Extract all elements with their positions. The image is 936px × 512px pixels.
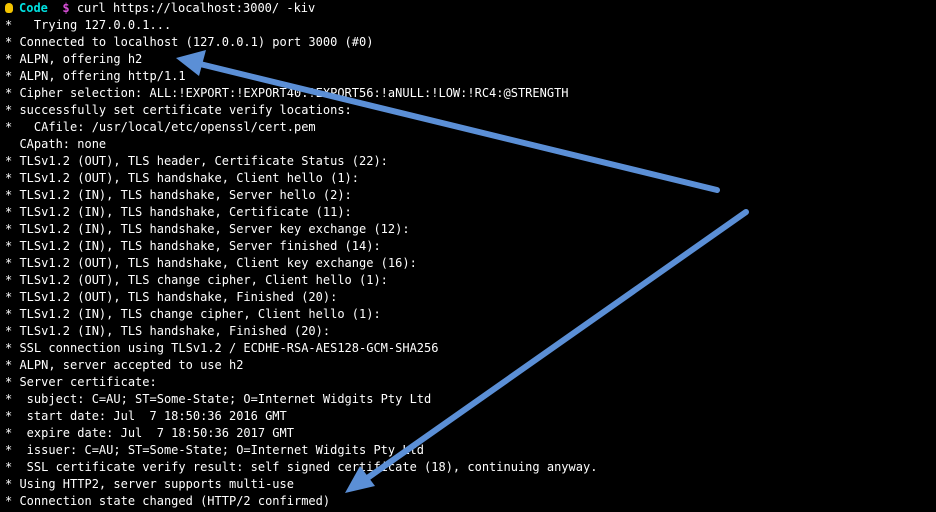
prompt-command: curl https://localhost:3000/ -kiv	[76, 1, 316, 15]
output-line: * TLSv1.2 (IN), TLS handshake, Server ke…	[5, 222, 410, 236]
prompt-symbol: $	[62, 1, 70, 15]
output-line: * Trying 127.0.0.1...	[5, 18, 172, 32]
output-line: * Using HTTP2, server supports multi-use	[5, 477, 294, 491]
output-line: * CAfile: /usr/local/etc/openssl/cert.pe…	[5, 120, 316, 134]
output-line: * TLSv1.2 (OUT), TLS handshake, Client k…	[5, 256, 417, 270]
output-line: * start date: Jul 7 18:50:36 2016 GMT	[5, 409, 287, 423]
output-line: * Server certificate:	[5, 375, 157, 389]
output-line: * successfully set certificate verify lo…	[5, 103, 352, 117]
output-line: * TLSv1.2 (IN), TLS handshake, Certifica…	[5, 205, 352, 219]
output-line: * Cipher selection: ALL:!EXPORT:!EXPORT4…	[5, 86, 569, 100]
output-line: * TLSv1.2 (IN), TLS change cipher, Clien…	[5, 307, 381, 321]
output-line: * ALPN, offering h2	[5, 52, 143, 66]
output-line: * SSL connection using TLSv1.2 / ECDHE-R…	[5, 341, 439, 355]
output-line: * TLSv1.2 (IN), TLS handshake, Server fi…	[5, 239, 381, 253]
output-line: * TLSv1.2 (OUT), TLS change cipher, Clie…	[5, 273, 388, 287]
output-line: * SSL certificate verify result: self si…	[5, 460, 598, 474]
output-line: * TLSv1.2 (OUT), TLS header, Certificate…	[5, 154, 388, 168]
prompt-directory: Code	[19, 1, 48, 15]
output-line: CApath: none	[5, 137, 107, 151]
output-line: * ALPN, offering http/1.1	[5, 69, 186, 83]
output-line: * ALPN, server accepted to use h2	[5, 358, 244, 372]
output-line: * expire date: Jul 7 18:50:36 2017 GMT	[5, 426, 294, 440]
output-line: * TLSv1.2 (IN), TLS handshake, Server he…	[5, 188, 352, 202]
output-line: * Connection state changed (HTTP/2 confi…	[5, 494, 331, 508]
output-line: * Connected to localhost (127.0.0.1) por…	[5, 35, 374, 49]
output-line: * TLSv1.2 (OUT), TLS handshake, Finished…	[5, 290, 338, 304]
output-line: * TLSv1.2 (IN), TLS handshake, Finished …	[5, 324, 331, 338]
apple-icon	[5, 3, 13, 13]
prompt-line: Code $ curl https://localhost:3000/ -kiv	[5, 0, 936, 17]
output-line: * subject: C=AU; ST=Some-State; O=Intern…	[5, 392, 432, 406]
output-line: * TLSv1.2 (OUT), TLS handshake, Client h…	[5, 171, 360, 185]
output-line: * issuer: C=AU; ST=Some-State; O=Interne…	[5, 443, 425, 457]
